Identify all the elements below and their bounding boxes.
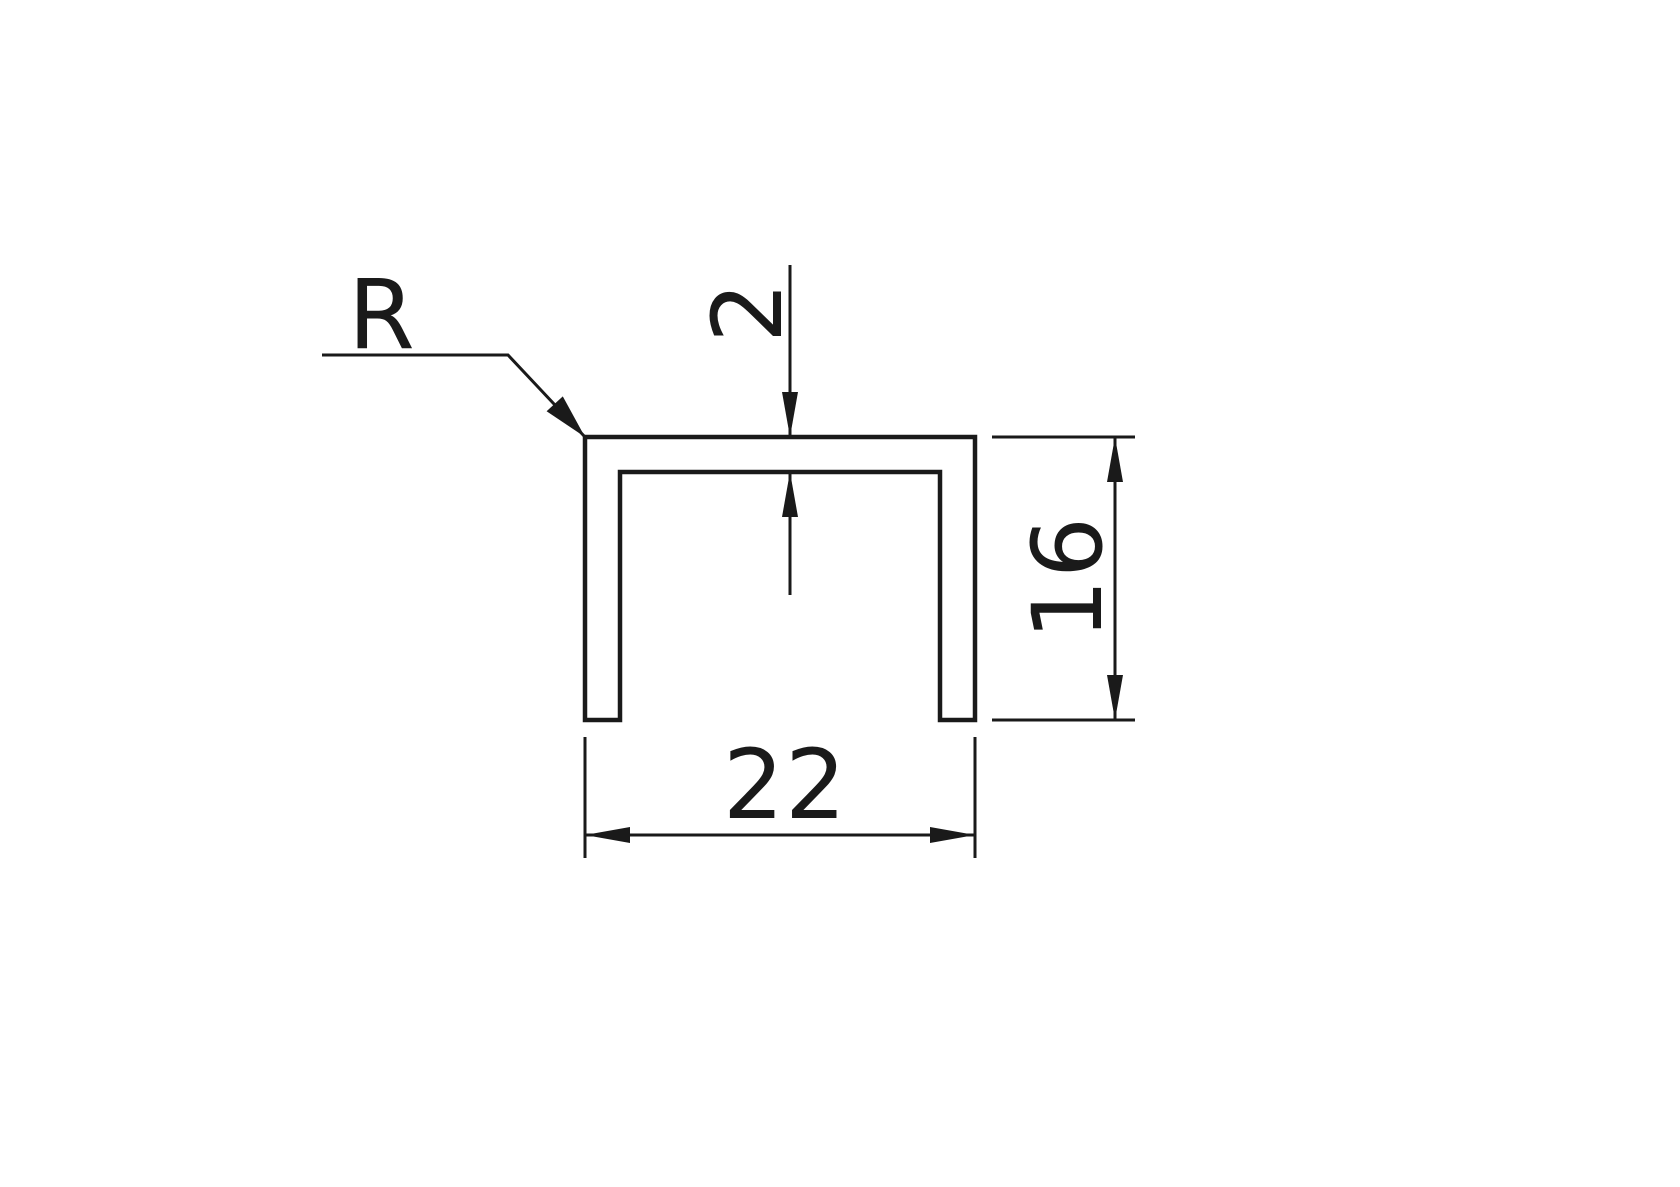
height-arrow-down-icon <box>1107 675 1123 720</box>
height-dimension-label: 16 <box>1012 516 1124 640</box>
radius-leader-callout: R <box>322 259 587 439</box>
width-arrow-right-icon <box>930 827 975 843</box>
width-arrow-left-icon <box>585 827 630 843</box>
radius-label: R <box>348 259 416 371</box>
profile-outline-path <box>582 434 978 723</box>
u-channel-profile-outline <box>582 434 978 723</box>
width-dimension: 22 <box>583 729 977 858</box>
width-dimension-label: 22 <box>723 729 847 841</box>
thickness-dimension-label: 2 <box>692 281 804 343</box>
thickness-dimension: 2 <box>692 265 804 595</box>
thickness-arrow-up-icon <box>782 472 798 517</box>
thickness-arrow-down-icon <box>782 392 798 437</box>
height-arrow-up-icon <box>1107 437 1123 482</box>
radius-leader-arrow-icon <box>546 396 585 437</box>
height-dimension: 16 <box>992 435 1135 722</box>
